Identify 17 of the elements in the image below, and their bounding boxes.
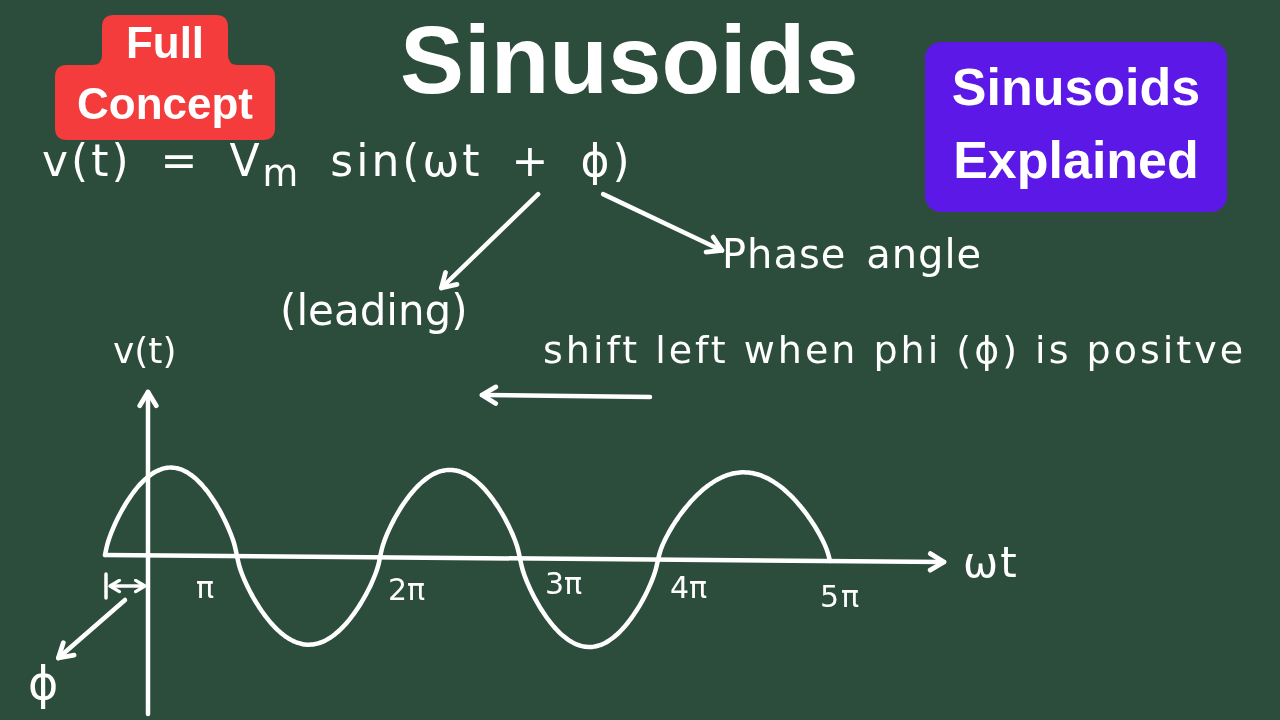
topic-badge: Sinusoids Explained (925, 42, 1227, 212)
equation: v(t) = V$_{m}$ sin(ωt + ϕ) (42, 137, 633, 195)
arrow (600, 191, 725, 255)
axis-label: ωt (963, 540, 1019, 587)
leader-arrow (56, 597, 128, 661)
symbol-label: ϕ (28, 658, 59, 709)
annotation-text: Phase angle (722, 232, 983, 276)
arrow (439, 191, 541, 291)
title: Sinusoids (400, 12, 859, 108)
annotation-text: (leading) (280, 288, 468, 335)
tick-label: 5π (820, 580, 862, 613)
tick-label: 2π (388, 573, 426, 606)
tick-label: 4π (670, 571, 708, 604)
annotation-text: shift left when phi (ϕ) is positve (543, 330, 1247, 372)
tick-label: π (196, 571, 215, 604)
axis-label: v(t) (113, 331, 177, 371)
tick-label: 3π (545, 567, 583, 600)
